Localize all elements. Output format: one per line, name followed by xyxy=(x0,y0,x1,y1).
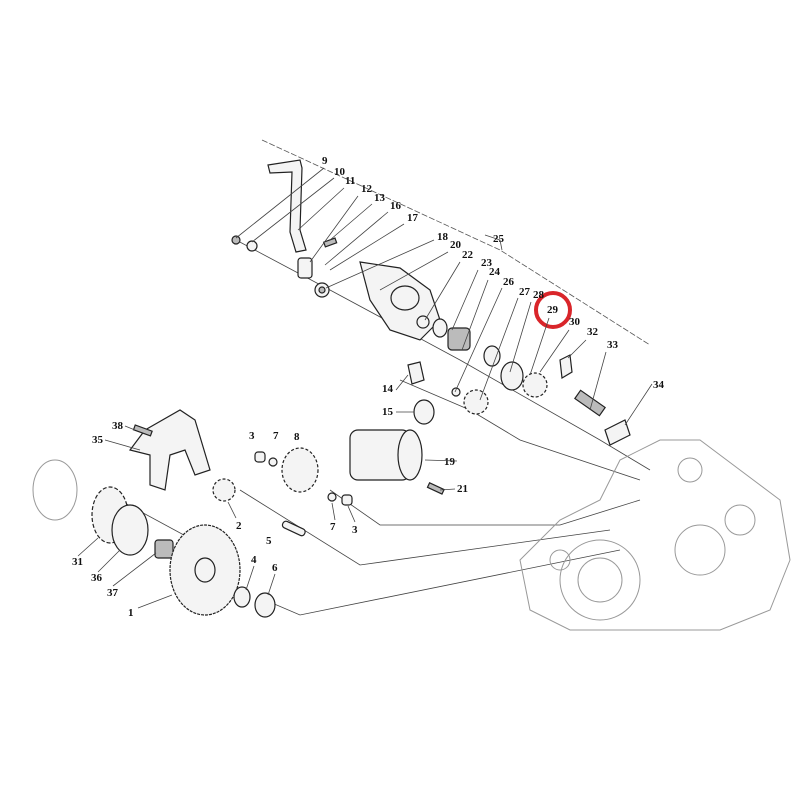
highlight-circle xyxy=(534,291,572,329)
callout-27[interactable]: 27 xyxy=(519,286,531,298)
guide-lines xyxy=(109,139,651,616)
callout-30[interactable]: 30 xyxy=(569,316,581,328)
callout-14[interactable]: 14 xyxy=(382,383,394,395)
callout-8[interactable]: 8 xyxy=(294,431,300,443)
callout-11[interactable]: 11 xyxy=(345,175,355,187)
callout-21[interactable]: 21 xyxy=(457,483,468,495)
kick-start-parts xyxy=(231,159,631,446)
callout-24[interactable]: 24 xyxy=(489,266,501,278)
callout-4[interactable]: 4 xyxy=(251,554,257,566)
callout-2[interactable]: 2 xyxy=(236,520,242,532)
starter-parts xyxy=(128,409,445,537)
callout-3-bottom[interactable]: 3 xyxy=(352,524,358,536)
callout-20[interactable]: 20 xyxy=(450,239,462,251)
callout-7-bottom[interactable]: 7 xyxy=(330,521,336,533)
callout-17[interactable]: 17 xyxy=(407,212,419,224)
callout-19[interactable]: 19 xyxy=(444,456,456,468)
callout-18[interactable]: 18 xyxy=(437,231,449,243)
callout-12[interactable]: 12 xyxy=(361,183,373,195)
callout-26[interactable]: 26 xyxy=(503,276,515,288)
gear-parts xyxy=(32,459,276,618)
callout-33[interactable]: 33 xyxy=(607,339,619,351)
callout-35[interactable]: 35 xyxy=(92,434,104,446)
callout-29[interactable]: 29 xyxy=(547,304,559,316)
callout-31[interactable]: 31 xyxy=(72,556,83,568)
callout-16[interactable]: 16 xyxy=(390,200,402,212)
callout-28[interactable]: 28 xyxy=(533,289,545,301)
callout-22[interactable]: 22 xyxy=(462,249,474,261)
callout-3-top[interactable]: 3 xyxy=(249,430,255,442)
callout-32[interactable]: 32 xyxy=(587,326,599,338)
callout-13[interactable]: 13 xyxy=(374,192,386,204)
callout-25[interactable]: 25 xyxy=(493,233,505,245)
callout-6[interactable]: 6 xyxy=(272,562,278,574)
leader-lines xyxy=(77,167,653,609)
callout-15[interactable]: 15 xyxy=(382,406,394,418)
callout-9[interactable]: 9 xyxy=(322,155,328,167)
crankcase xyxy=(519,439,791,631)
bracket xyxy=(128,409,211,491)
callout-36[interactable]: 36 xyxy=(91,572,103,584)
callout-5[interactable]: 5 xyxy=(266,535,272,547)
callout-38[interactable]: 38 xyxy=(112,420,124,432)
kick-lever xyxy=(267,159,307,253)
callout-37[interactable]: 37 xyxy=(107,587,119,599)
callout-labels: 9 10 11 12 13 16 17 18 20 22 23 24 25 26… xyxy=(72,155,665,619)
callout-10[interactable]: 10 xyxy=(334,166,346,178)
callout-34[interactable]: 34 xyxy=(653,379,665,391)
callout-23[interactable]: 23 xyxy=(481,257,493,269)
callout-1[interactable]: 1 xyxy=(128,607,134,619)
callout-7-top[interactable]: 7 xyxy=(273,430,279,442)
